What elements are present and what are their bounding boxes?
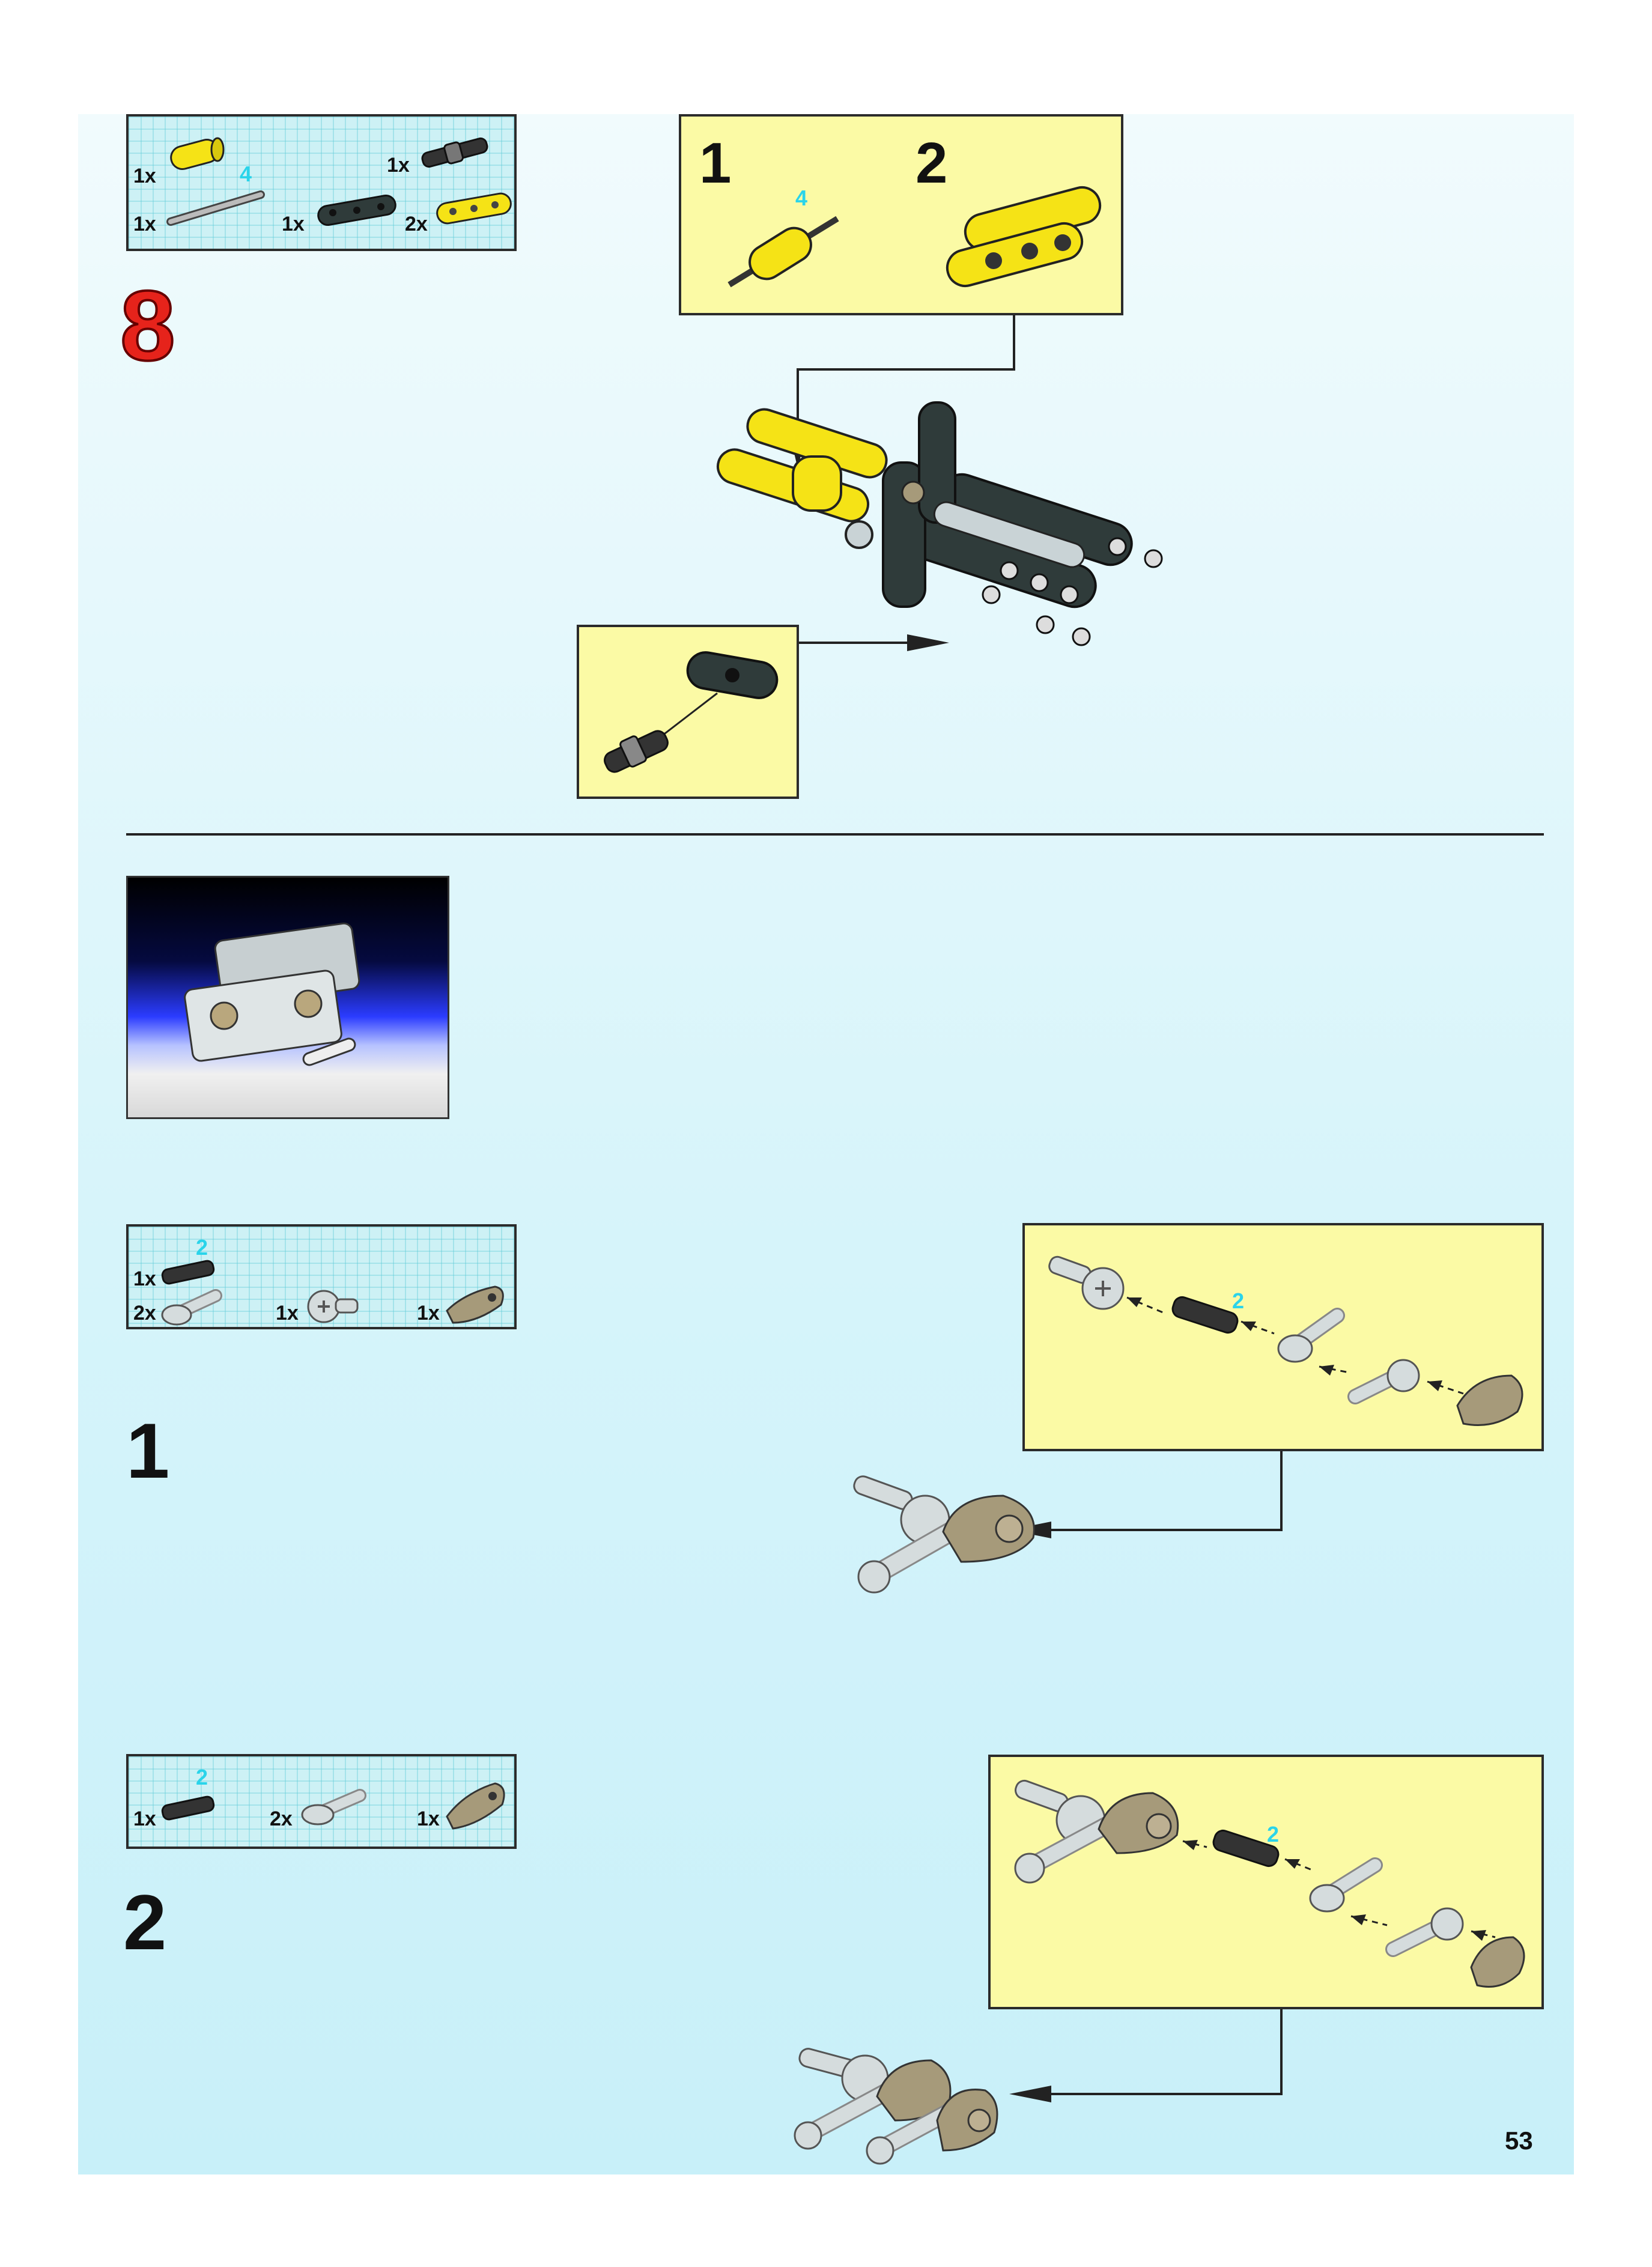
step2-parts-list: 2 1x 2x 1x [126,1754,517,1849]
part-qty: 2x [405,213,428,235]
substep-label: 1 [699,131,732,195]
yellow-connector-icon [170,137,225,170]
axle-length-label: 2 [196,1235,208,1260]
pin-callout [577,625,799,799]
axle-length-label: 2 [1267,1822,1280,1847]
part-qty: 2x [270,1807,293,1830]
substep-label: 2 [916,131,948,195]
axle-2-icon [161,1260,215,1285]
pin-to-liftarm-diagram [604,651,779,773]
page-number: 53 [1505,2126,1533,2155]
step-number: 8 [119,270,177,381]
step-number: 1 [126,1407,170,1495]
part-qty: 1x [276,1302,299,1325]
yellow-liftarm-pair [946,186,1102,287]
part-qty: 1x [133,1807,156,1830]
axle-4-icon [166,190,265,226]
part-qty: 1x [387,154,410,177]
part-qty: 1x [133,213,156,235]
part-qty: 1x [133,1267,156,1290]
pin-axle-icon [421,137,488,168]
model-preview-image [126,876,449,1119]
step1-exploded-diagram [1048,1255,1523,1426]
instruction-page: 1x 4 1x 1x 1x 2x 8 1 2 4 [78,114,1574,2174]
axle-length-label: 2 [196,1765,208,1789]
step8-parts-list: 1x 4 1x 1x 1x 2x [126,114,517,251]
axle-length-label: 4 [795,186,808,210]
part-qty: 1x [417,1807,440,1830]
step8-model [716,401,1163,646]
light-arm-icon [301,1789,366,1825]
part-qty: 1x [282,213,305,235]
step1-assembled-model [853,1475,1035,1594]
bush-icon [307,1290,359,1323]
light-arm-icon [161,1289,222,1326]
step1-callout: 2 [1022,1223,1544,1451]
engine-model [184,922,360,1066]
step2-assembled-model [794,2048,998,2165]
subassembly-callout: 1 2 4 [679,114,1123,315]
axle-connector-assembly [727,216,839,288]
tan-liftarm-icon [446,1782,505,1830]
part-qty: 1x [133,165,156,187]
axle-length-label: 4 [240,162,252,186]
part-qty: 1x [417,1302,440,1325]
tan-liftarm-icon [446,1285,504,1324]
step2-callout: 2 [988,1755,1544,2009]
step2-exploded-diagram [1014,1779,1525,1988]
yellow-liftarm-3-icon [436,192,512,225]
step1-parts-list: 2 1x 2x 1x 1x [126,1224,517,1329]
part-qty: 2x [133,1302,156,1325]
step-number: 2 [123,1878,167,1966]
dark-liftarm-3-icon [317,194,396,226]
section-divider [126,833,1544,836]
axle-2-icon [161,1795,215,1821]
axle-length-label: 2 [1232,1288,1245,1313]
